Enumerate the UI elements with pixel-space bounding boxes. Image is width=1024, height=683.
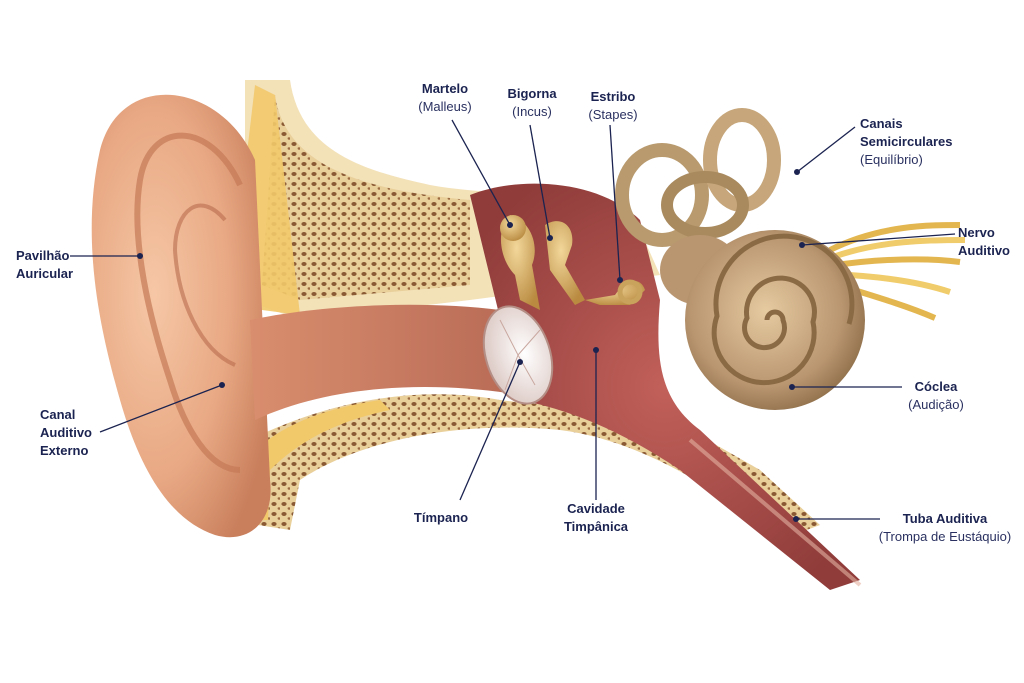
external-canal bbox=[250, 304, 520, 420]
label-bigorna: Bigorna (Incus) bbox=[495, 85, 569, 121]
label-bigorna-title: Bigorna bbox=[507, 86, 557, 101]
label-timpano: Tímpano bbox=[405, 509, 477, 527]
label-martelo-sub: (Malleus) bbox=[418, 99, 472, 114]
label-estribo-title: Estribo bbox=[590, 89, 636, 104]
tympanic-membrane bbox=[482, 305, 554, 405]
label-bigorna-sub: (Incus) bbox=[512, 104, 552, 119]
label-nervo-title-1: Nervo bbox=[958, 225, 995, 240]
label-canais-title-2: Semicirculares bbox=[860, 134, 953, 149]
label-martelo-title: Martelo bbox=[421, 81, 469, 96]
label-cavidade-title-1: Cavidade bbox=[567, 501, 625, 516]
label-canal-title-2: Auditivo bbox=[40, 425, 92, 440]
label-pavilhao-auricular: Pavilhão Auricular bbox=[16, 247, 73, 283]
label-cavidade-timpanica: Cavidade Timpânica bbox=[556, 500, 636, 536]
label-coclea-sub: (Audição) bbox=[908, 397, 964, 412]
cochlea bbox=[685, 230, 865, 410]
label-timpano-title: Tímpano bbox=[413, 510, 469, 525]
label-coclea-title: Cóclea bbox=[914, 379, 958, 394]
label-tuba-auditiva: Tuba Auditiva (Trompa de Eustáquio) bbox=[870, 510, 1020, 546]
ossicles bbox=[500, 215, 645, 310]
label-nervo-auditivo: Nervo Auditivo bbox=[958, 224, 1010, 260]
label-canal-title-1: Canal bbox=[40, 407, 76, 422]
leader-lines bbox=[70, 119, 956, 520]
label-pavilhao-title-1: Pavilhão bbox=[16, 248, 70, 263]
leader-dots bbox=[137, 169, 805, 522]
label-estribo-sub: (Stapes) bbox=[588, 107, 638, 122]
label-canais-semicirculares: Canais Semicirculares (Equilíbrio) bbox=[860, 115, 953, 169]
label-canal-title-3: Externo bbox=[40, 443, 89, 458]
label-martelo: Martelo (Malleus) bbox=[405, 80, 485, 116]
label-estribo: Estribo (Stapes) bbox=[577, 88, 649, 124]
label-nervo-title-2: Auditivo bbox=[958, 243, 1010, 258]
label-canais-sub: (Equilíbrio) bbox=[860, 152, 923, 167]
label-canal-auditivo-externo: Canal Auditivo Externo bbox=[40, 406, 92, 460]
label-canais-title-1: Canais bbox=[860, 116, 903, 131]
label-pavilhao-title-2: Auricular bbox=[16, 266, 74, 281]
semicircular-canals bbox=[615, 108, 781, 247]
label-tuba-sub: (Trompa de Eustáquio) bbox=[878, 529, 1012, 544]
label-coclea: Cóclea (Audição) bbox=[900, 378, 972, 414]
pinna bbox=[91, 94, 271, 538]
label-tuba-title: Tuba Auditiva bbox=[902, 511, 988, 526]
label-cavidade-title-2: Timpânica bbox=[563, 519, 629, 534]
